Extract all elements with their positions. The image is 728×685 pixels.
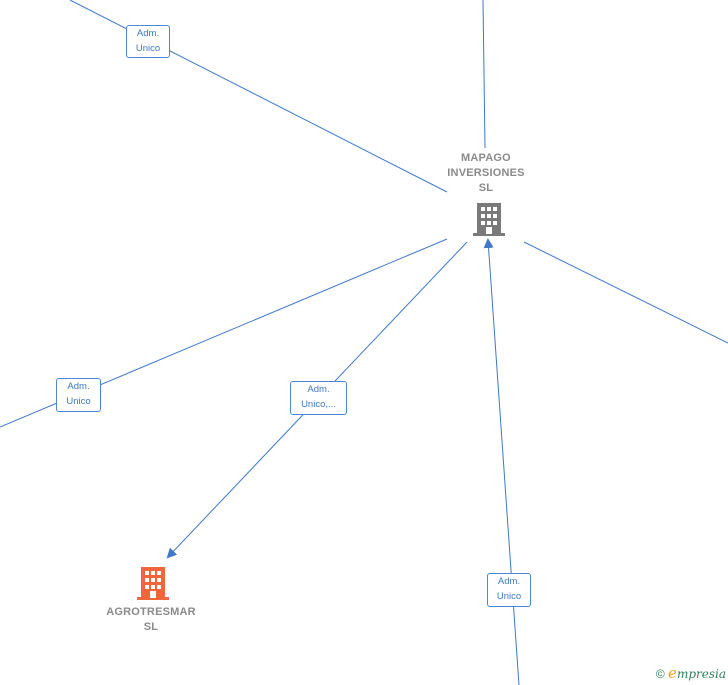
edge-label-top-left[interactable]: Adm. Unico [126, 25, 170, 58]
brand-name: mpresia [676, 667, 726, 681]
edge-line-bottom [483, 238, 520, 685]
building-icon[interactable] [473, 201, 505, 237]
edge-line-right [523, 241, 728, 344]
edge-label-to-agrotresmar[interactable]: Adm. Unico,... [290, 381, 347, 415]
building-icon-highlight[interactable] [137, 565, 169, 601]
copyright-symbol: © [655, 667, 665, 681]
node-label-mapago[interactable]: MAPAGO INVERSIONES SL [447, 152, 525, 194]
brand-initial: e [668, 664, 677, 682]
empresia-watermark: © empresia [656, 664, 726, 682]
edge-label-left[interactable]: Adm. Unico [56, 378, 101, 412]
edge-label-bottom[interactable]: Adm. Unico [487, 573, 531, 607]
node-label-agrotresmar[interactable]: AGROTRESMAR SL [106, 606, 196, 633]
edge-line-top [482, 0, 486, 149]
